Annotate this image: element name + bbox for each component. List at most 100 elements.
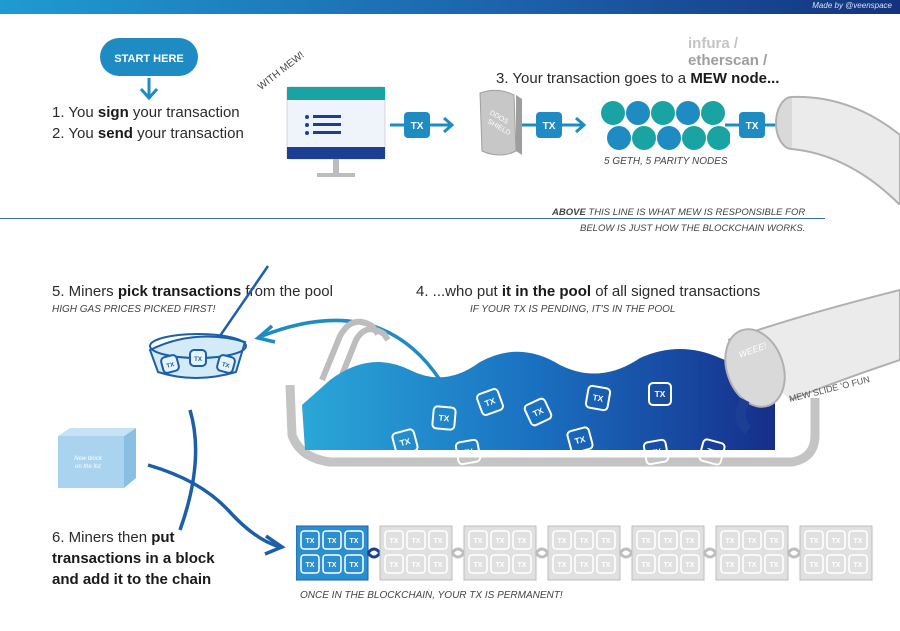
tx-arrow-1: TX [390, 112, 455, 138]
start-here-text: START HERE [114, 53, 183, 65]
svg-text:TX: TX [474, 538, 483, 545]
svg-text:TX: TX [518, 538, 527, 545]
node-circle [651, 101, 675, 125]
svg-text:TX: TX [543, 121, 556, 132]
tx-tile: TX [476, 388, 504, 416]
svg-text:TX: TX [531, 405, 545, 419]
svg-text:TX: TX [810, 562, 819, 569]
chain-link [450, 547, 466, 559]
tx-tile: TX [189, 349, 207, 367]
chain-link [534, 547, 550, 559]
svg-text:TX: TX [650, 446, 663, 458]
svg-text:TX: TX [194, 356, 202, 363]
svg-text:TX: TX [438, 413, 450, 424]
svg-text:TX: TX [496, 562, 505, 569]
svg-text:TX: TX [496, 538, 505, 545]
svg-text:TX: TX [574, 434, 587, 447]
tx-tile: TX [160, 354, 180, 374]
svg-text:TX: TX [664, 562, 673, 569]
node-circle [601, 101, 625, 125]
svg-text:TX: TX [810, 538, 819, 545]
svg-text:TX: TX [390, 538, 399, 545]
tx-tile: TX [216, 354, 236, 374]
nodes-caption: 5 GETH, 5 PARITY NODES [604, 156, 728, 167]
tx-tile: TX [642, 438, 670, 466]
chain-link [702, 547, 718, 559]
svg-text:TX: TX [306, 562, 315, 569]
step-4: 4. ...who put it in the pool of all sign… [416, 283, 761, 300]
svg-text:TX: TX [518, 562, 527, 569]
node-circle [607, 126, 631, 150]
svg-text:TX: TX [221, 361, 230, 370]
responsibility-divider [0, 218, 825, 219]
chain-block: TX TX TX TX TX TX [463, 525, 537, 581]
nodes-grid [601, 101, 730, 150]
svg-text:TX: TX [602, 562, 611, 569]
svg-text:TX: TX [558, 538, 567, 545]
top-banner: Made by @veenspace [0, 0, 900, 14]
node-circle [657, 126, 681, 150]
svg-text:TX: TX [726, 562, 735, 569]
svg-text:TX: TX [854, 538, 863, 545]
svg-text:TX: TX [474, 562, 483, 569]
ddos-shield-icon: DDOS SHIELD [479, 89, 522, 156]
svg-text:TX: TX [592, 392, 605, 404]
monitor-icon [286, 86, 386, 177]
start-here-badge: START HERE [100, 38, 198, 101]
svg-text:TX: TX [350, 538, 359, 545]
svg-text:TX: TX [462, 446, 475, 458]
etherscan-label: etherscan / [688, 52, 768, 69]
tx-tile: TX [391, 428, 419, 456]
step-1: 1. You sign your transaction [52, 104, 240, 121]
svg-text:TX: TX [580, 538, 589, 545]
svg-text:TX: TX [390, 562, 399, 569]
step-4-note: IF YOUR TX IS PENDING, IT'S IN THE POOL [470, 304, 676, 315]
svg-text:TX: TX [664, 538, 673, 545]
svg-text:TX: TX [770, 538, 779, 545]
node-circle [707, 126, 730, 150]
divider-above-note: ABOVE THIS LINE IS WHAT MEW IS RESPONSIB… [552, 207, 806, 218]
node-circle [676, 101, 700, 125]
svg-text:TX: TX [166, 361, 175, 370]
step-2: 2. You send your transaction [52, 125, 244, 142]
svg-text:TX: TX [770, 562, 779, 569]
tx-arrow-2: TX [522, 112, 587, 138]
step-5-note: HIGH GAS PRICES PICKED FIRST! [52, 304, 216, 315]
step-5: 5. Miners pick transactions from the poo… [52, 283, 333, 300]
svg-text:TX: TX [328, 562, 337, 569]
svg-text:TX: TX [483, 395, 497, 408]
svg-text:TX: TX [434, 562, 443, 569]
svg-text:New block: New block [74, 456, 103, 462]
svg-text:TX: TX [350, 562, 359, 569]
svg-text:on the list: on the list [75, 464, 101, 470]
node-circle [626, 101, 650, 125]
tx-tile: TX [584, 384, 612, 412]
svg-text:TX: TX [642, 562, 651, 569]
step-6: 6. Miners then put transactions in a blo… [52, 529, 215, 588]
svg-text:TX: TX [854, 562, 863, 569]
svg-text:TX: TX [558, 562, 567, 569]
tx-tile: TX [523, 397, 553, 427]
permanent-note: ONCE IN THE BLOCKCHAIN, YOUR TX IS PERMA… [300, 590, 563, 601]
svg-text:TX: TX [328, 538, 337, 545]
svg-text:TX: TX [832, 562, 841, 569]
svg-text:TX: TX [706, 446, 719, 459]
credit-text: Made by @veenspace [812, 1, 892, 10]
svg-text:TX: TX [412, 538, 421, 545]
tx-tile: TX [698, 438, 726, 466]
svg-text:TX: TX [686, 538, 695, 545]
tx-tile: TX [648, 382, 672, 406]
tx-tile: TX [454, 438, 482, 466]
svg-text:TX: TX [580, 562, 589, 569]
tx-tile: TX [431, 405, 457, 431]
svg-text:TX: TX [746, 121, 759, 132]
svg-text:TX: TX [726, 538, 735, 545]
chain-link [366, 547, 382, 559]
